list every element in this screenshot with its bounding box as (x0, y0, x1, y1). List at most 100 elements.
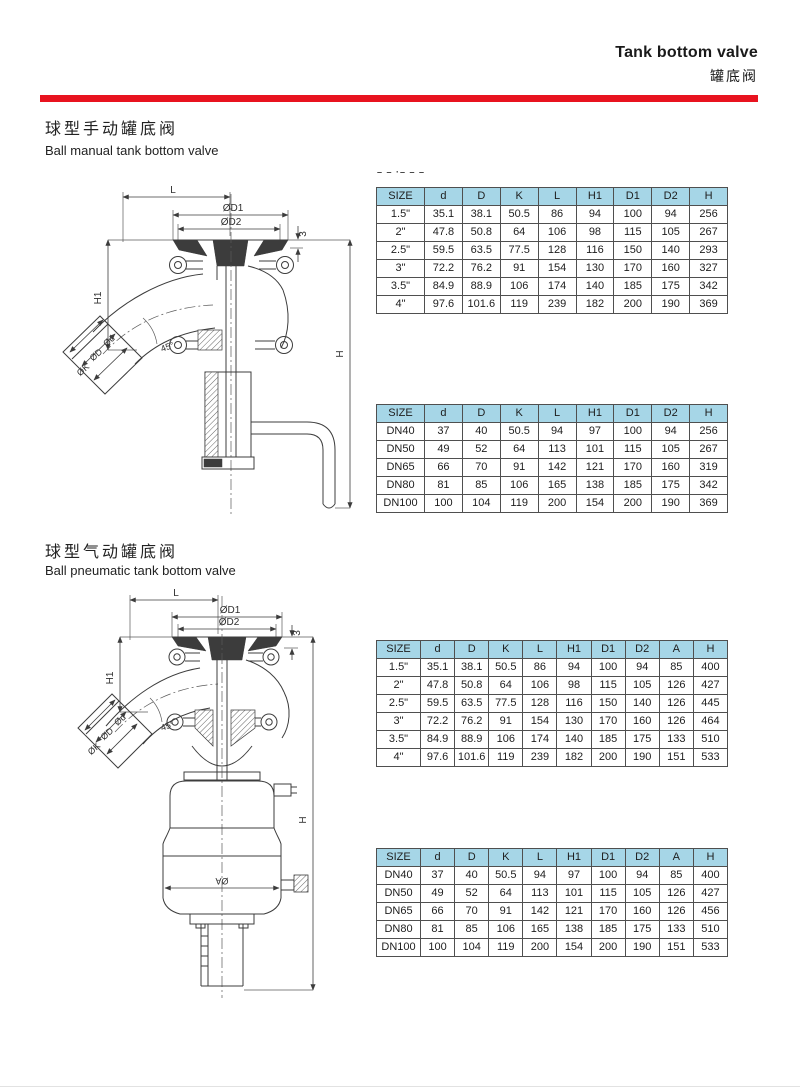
table-cell: 327 (689, 259, 728, 278)
table-cell: 3" (376, 259, 425, 278)
section-pneumatic-title-en: Ball pneumatic tank bottom valve (45, 563, 236, 578)
table-cell: 239 (522, 748, 558, 767)
table-cell: 72.2 (424, 259, 463, 278)
dim-label-l: L (173, 588, 179, 599)
table-cell: 100 (613, 205, 653, 224)
drawing-dimension-labels: L ØD1 ØD2 3 H1 H Ød ØD ØK 45° ØA (86, 588, 309, 886)
table-cell: 91 (488, 712, 524, 731)
page-title: Tank bottom valve (615, 44, 758, 61)
column-header: D2 (624, 640, 660, 659)
table-cell: 200 (522, 938, 558, 957)
table-cell: 106 (522, 676, 558, 695)
table-cell: 86 (522, 658, 558, 677)
table-cell: 101.6 (454, 748, 490, 767)
table-cell: 133 (658, 920, 694, 939)
drawing-dimension-lines (117, 595, 316, 991)
column-header: D (461, 404, 501, 423)
manual-valve-drawing: L ØD1 ØD2 3 H1 H Ød ØD ØK 45° (62, 185, 353, 514)
column-header: L (537, 404, 577, 423)
table-cell: 77.5 (488, 694, 524, 713)
dim-label-3: 3 (292, 630, 303, 636)
table-cell: 115 (590, 676, 626, 695)
table-cell: 128 (537, 241, 577, 260)
column-header: d (424, 187, 463, 206)
table-cell: 151 (658, 748, 694, 767)
table-cell: 40 (454, 866, 490, 885)
table-cell: 170 (590, 902, 626, 921)
table-cell: 119 (499, 295, 539, 314)
column-header: SIZE (376, 640, 421, 659)
column-header: L (537, 187, 577, 206)
table-cell: 106 (499, 277, 539, 296)
table-cell: 94 (651, 205, 691, 224)
table-cell: 104 (454, 938, 490, 957)
table-cell: 85 (658, 658, 694, 677)
table-cell: 165 (522, 920, 558, 939)
table-cell: 256 (689, 205, 728, 224)
table-cell: 97 (575, 422, 615, 441)
table-cell: 94 (624, 866, 660, 885)
table-cell: 38.1 (461, 205, 501, 224)
pneumatic-valve-drawing: L ØD1 ØD2 3 H1 H Ød ØD ØK 45° ØA (77, 588, 316, 998)
column-header: D2 (651, 404, 691, 423)
table-cell: 182 (556, 748, 592, 767)
table-cell: 119 (499, 494, 539, 513)
table-cell: 200 (590, 938, 626, 957)
table-cell: 4" (376, 295, 425, 314)
table-cell: 47.8 (424, 223, 463, 242)
column-header: H1 (575, 404, 615, 423)
table-cell: 100 (613, 422, 653, 441)
dim-label-d1: ØD1 (220, 605, 241, 616)
table-cell: 64 (488, 676, 524, 695)
table-cell: 165 (537, 476, 577, 495)
table-cell: 64 (499, 440, 539, 459)
table-cell: 70 (454, 902, 490, 921)
table-cell: 464 (692, 712, 729, 731)
column-header: A (658, 848, 694, 867)
table-cell: 121 (556, 902, 592, 921)
column-header: d (419, 640, 456, 659)
column-header: D2 (624, 848, 660, 867)
column-header: SIZE (376, 187, 425, 206)
dim-label-od-mid: ØD (99, 725, 116, 742)
table-cell: 342 (689, 277, 728, 296)
dim-label-l: L (170, 185, 176, 196)
table-cell: 85 (658, 866, 694, 885)
table-cell: 66 (424, 458, 463, 477)
table-cell: 1.5" (376, 205, 425, 224)
table-cell: 59.5 (419, 694, 456, 713)
column-header: H1 (556, 848, 592, 867)
table-cell: 105 (651, 440, 691, 459)
table-cell: 510 (692, 730, 729, 749)
column-header: D (454, 848, 490, 867)
table-cell: 37 (419, 866, 456, 885)
table-cell: 319 (689, 458, 728, 477)
table-cell: 63.5 (461, 241, 501, 260)
table-cell: 140 (624, 694, 660, 713)
table-cell: 369 (689, 494, 728, 513)
table-cell: 119 (488, 748, 524, 767)
column-header: D1 (613, 404, 653, 423)
table-cell: 190 (651, 295, 691, 314)
table-cell: 38.1 (454, 658, 490, 677)
table-cell: 154 (575, 494, 615, 513)
table-cell: 88.9 (461, 277, 501, 296)
table-cell: 81 (424, 476, 463, 495)
table-cell: 101 (556, 884, 592, 903)
table-cell: 2" (376, 223, 425, 242)
table-cell: 50.8 (454, 676, 490, 695)
table-cell: 59.5 (424, 241, 463, 260)
table-cell: 445 (692, 694, 729, 713)
table-cell: 160 (624, 712, 660, 731)
column-header: D (454, 640, 490, 659)
table-cell: 190 (624, 938, 660, 957)
table-cell: 35.1 (419, 658, 456, 677)
table-cell: DN80 (376, 476, 425, 495)
